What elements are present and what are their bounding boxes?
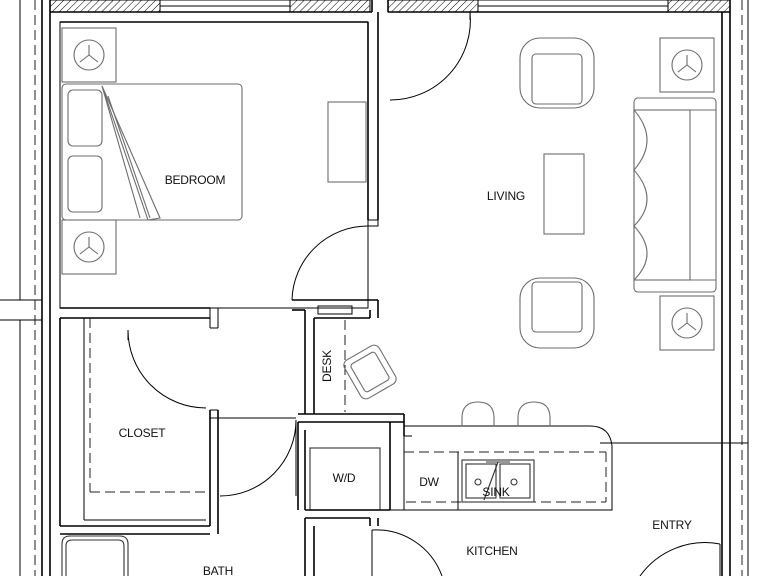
nightstand-lamp-bottom bbox=[61, 219, 117, 275]
living-entry-door bbox=[389, 11, 471, 101]
washer-dryer-label: W/D bbox=[333, 471, 356, 485]
closet bbox=[59, 318, 219, 535]
kitchen-label: KITCHEN bbox=[466, 544, 517, 558]
closet-label: CLOSET bbox=[119, 426, 167, 440]
entry-door bbox=[639, 542, 721, 576]
bathtub bbox=[61, 535, 129, 576]
nightstand-lamp-top bbox=[61, 27, 117, 83]
outer-walls bbox=[41, 0, 731, 576]
armchair-top bbox=[519, 37, 595, 109]
top-wall bbox=[49, 0, 731, 13]
kitchen-counter bbox=[390, 425, 613, 511]
bedroom-label: BEDROOM bbox=[165, 173, 226, 187]
coffee-table bbox=[543, 153, 585, 235]
living-label: LIVING bbox=[487, 189, 525, 203]
side-table-lamp-bottom bbox=[659, 295, 715, 351]
bed bbox=[61, 83, 243, 221]
armchair-bottom bbox=[519, 277, 595, 349]
desk-nook bbox=[298, 300, 405, 436]
dresser bbox=[327, 101, 367, 183]
entry-label: ENTRY bbox=[652, 518, 692, 532]
side-table-lamp-top bbox=[659, 37, 715, 93]
kitchen-door bbox=[371, 529, 443, 576]
desk-label: DESK bbox=[320, 350, 334, 382]
sink-label: SINK bbox=[482, 485, 509, 499]
bath-label: BATH bbox=[203, 564, 233, 576]
bedroom-door bbox=[291, 225, 369, 301]
dishwasher-label: DW bbox=[419, 475, 439, 489]
exterior-guides bbox=[0, 0, 749, 576]
bath-door bbox=[218, 417, 297, 497]
bedroom-walls bbox=[59, 0, 389, 329]
laundry bbox=[297, 422, 391, 576]
sofa bbox=[633, 97, 717, 293]
bar-stools bbox=[461, 401, 551, 426]
